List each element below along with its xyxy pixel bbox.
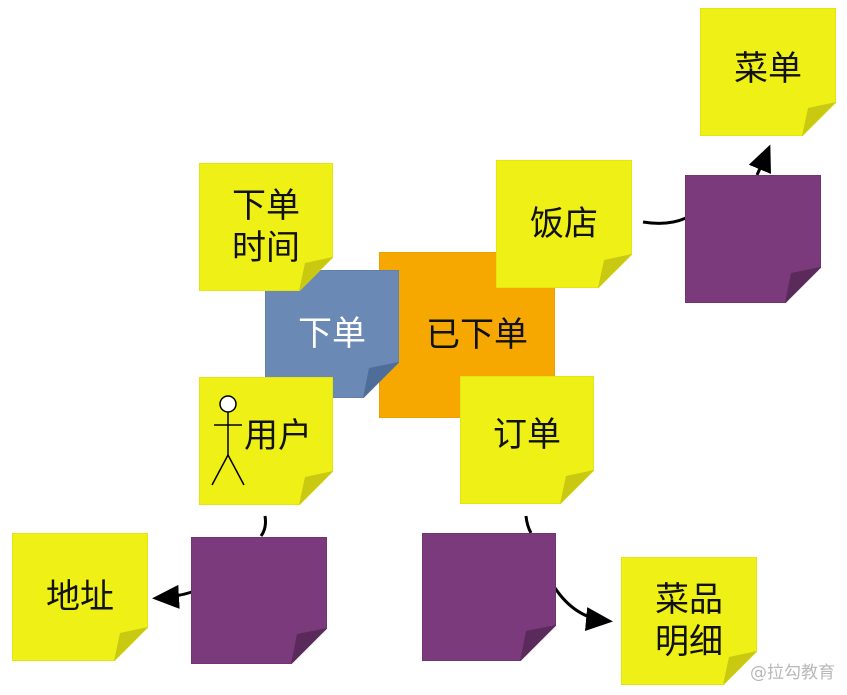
arrow-user-connector [259,515,267,537]
address-note: 地址 [12,533,148,661]
command-place-order-label: 下单 [298,314,366,354]
arrow-restaurant-connector [642,216,687,225]
address-label: 地址 [46,577,114,617]
dish-detail-label: 菜品 明细 [655,580,723,662]
order-time-label: 下单 时间 [232,186,300,268]
order-time-note: 下单 时间 [199,163,333,291]
command-place-order-note: 下单 [265,270,399,398]
user-label: 用户 [244,416,312,456]
order-aggregate-note [422,533,556,661]
order-label: 订单 [493,415,561,455]
arrow-to-address [152,584,193,609]
order-note: 订单 [460,376,594,504]
menu-label: 菜单 [734,49,802,89]
restaurant-label: 饭店 [530,204,598,244]
restaurant-note: 饭店 [496,160,632,288]
arrow-order-connector [524,515,533,534]
watermark: @拉勾教育 [750,663,835,683]
arrow-to-menu [748,144,771,176]
actor-icon [211,395,245,486]
dish-detail-note: 菜品 明细 [621,557,757,685]
event-ordered-label: 已下单 [426,315,528,355]
arrow-to-dish-detail [553,587,613,631]
user-aggregate-note [191,537,327,664]
menu-note: 菜单 [700,8,836,136]
restaurant-aggregate-note [685,175,821,303]
user-note: 用户 [199,377,333,505]
